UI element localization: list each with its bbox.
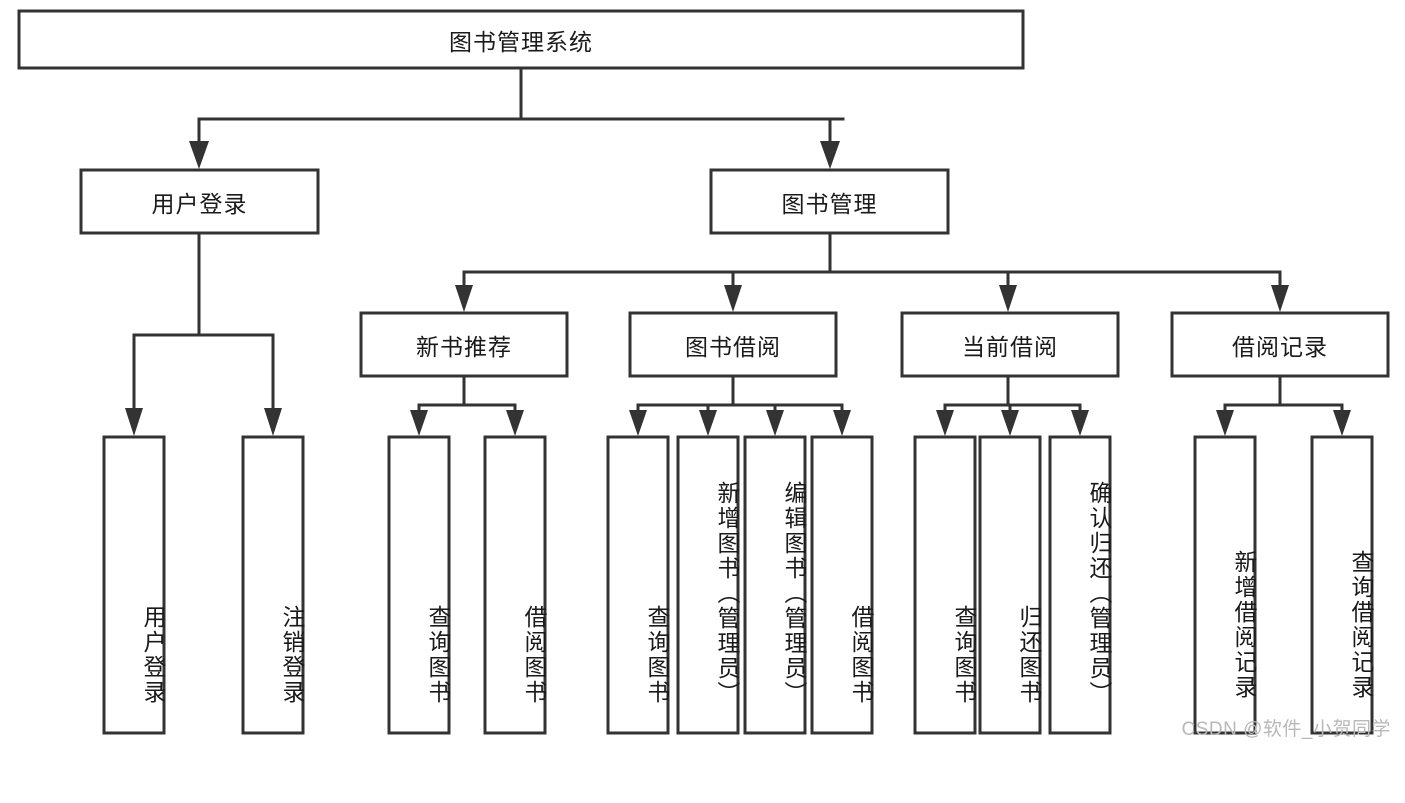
node-box-root[interactable] (17, 9, 1025, 70)
connector-layer (125, 66, 1351, 436)
node-box-leaf[interactable] (978, 435, 1042, 735)
arrow-head-icon (506, 410, 524, 436)
node-box-leaf[interactable] (102, 435, 166, 735)
arrow-head-icon (1216, 410, 1234, 436)
arrow-head-icon (833, 410, 851, 436)
arrow-head-icon (629, 410, 647, 436)
node-box-leaf[interactable] (1193, 435, 1257, 735)
node-box-book-borrow[interactable] (628, 311, 838, 378)
node-box-leaf[interactable] (241, 435, 305, 735)
arrow-head-icon (1333, 410, 1351, 436)
arrow-head-icon (820, 141, 840, 169)
node-box-leaf[interactable] (1048, 435, 1112, 735)
arrow-head-icon (264, 408, 282, 436)
node-box-leaf[interactable] (606, 435, 670, 735)
arrow-head-icon (699, 410, 717, 436)
node-box-borrow-record[interactable] (1170, 311, 1390, 378)
node-box-leaf[interactable] (810, 435, 874, 735)
arrow-head-icon (1071, 410, 1089, 436)
node-box-leaf[interactable] (676, 435, 740, 735)
arrow-head-icon (189, 141, 209, 169)
node-box-leaf[interactable] (483, 435, 547, 735)
node-box-layer (17, 9, 1390, 735)
node-box-new-book-recommend[interactable] (359, 311, 569, 378)
node-box-current-borrow[interactable] (900, 311, 1120, 378)
org-chart-diagram: 图书管理系统 用户登录 图书管理 新书推荐 图书借阅 当前借阅 借阅记录 用户登… (17, 9, 1391, 740)
arrow-head-icon (125, 408, 143, 436)
arrow-head-icon (410, 410, 428, 436)
node-box-leaf[interactable] (1310, 435, 1374, 735)
arrow-head-icon (999, 285, 1017, 312)
diagram-canvas (17, 9, 1390, 735)
arrow-head-icon (936, 410, 954, 436)
arrow-head-icon (766, 410, 784, 436)
arrow-head-icon (1271, 285, 1289, 312)
node-box-user-login[interactable] (79, 168, 320, 235)
node-box-leaf[interactable] (387, 435, 451, 735)
node-box-leaf[interactable] (913, 435, 977, 735)
node-box-leaf[interactable] (743, 435, 807, 735)
arrow-head-icon (724, 285, 742, 312)
arrow-head-icon (455, 285, 473, 312)
node-box-book-management[interactable] (709, 168, 950, 235)
arrow-head-icon (1001, 410, 1019, 436)
